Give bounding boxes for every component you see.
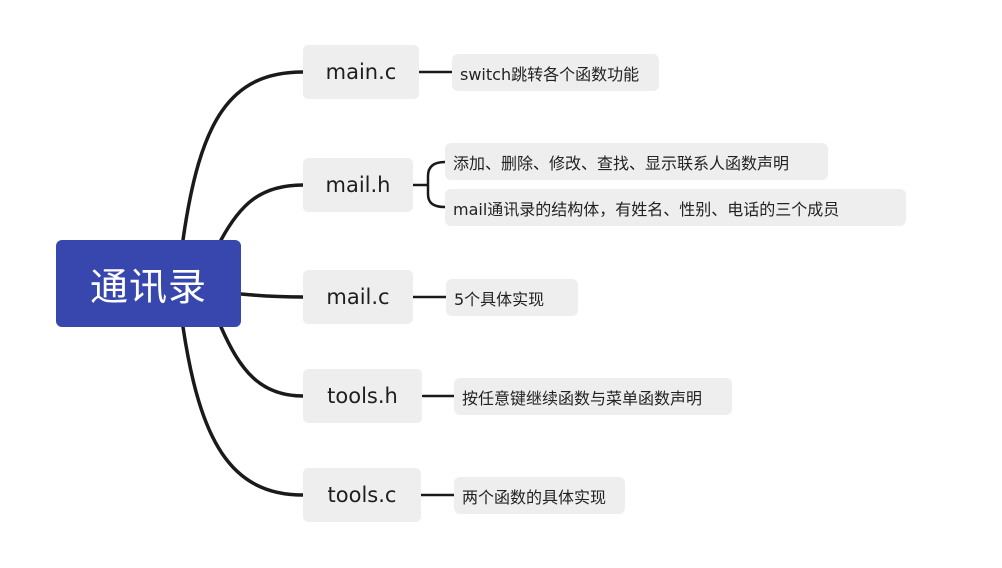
branch-mail-h[interactable]: mail.h xyxy=(303,158,413,212)
root-topic[interactable]: 通讯录 xyxy=(56,240,241,327)
connector-mail-h-bracket xyxy=(411,160,447,209)
connector-root-mail-h xyxy=(219,183,305,242)
note-mail-h-functions[interactable]: 添加、删除、修改、查找、显示联系人函数声明 xyxy=(445,143,828,180)
connector-root-tools-h xyxy=(219,325,305,398)
note-main-c[interactable]: switch跳转各个函数功能 xyxy=(452,54,659,91)
connector-root-tools-c xyxy=(181,325,305,497)
connector-root-main-c xyxy=(181,70,305,242)
note-tools-c[interactable]: 两个函数的具体实现 xyxy=(454,477,625,514)
branch-tools-h[interactable]: tools.h xyxy=(303,369,422,423)
note-mail-h-struct[interactable]: mail通讯录的结构体，有姓名、性别、电话的三个成员 xyxy=(445,189,906,226)
connector-root-mail-c xyxy=(239,292,305,299)
branch-tools-c[interactable]: tools.c xyxy=(303,468,421,522)
note-mail-c[interactable]: 5个具体实现 xyxy=(446,279,578,316)
branch-mail-c[interactable]: mail.c xyxy=(303,270,413,324)
note-tools-h[interactable]: 按任意键继续函数与菜单函数声明 xyxy=(454,378,732,415)
branch-main-c[interactable]: main.c xyxy=(303,45,419,99)
